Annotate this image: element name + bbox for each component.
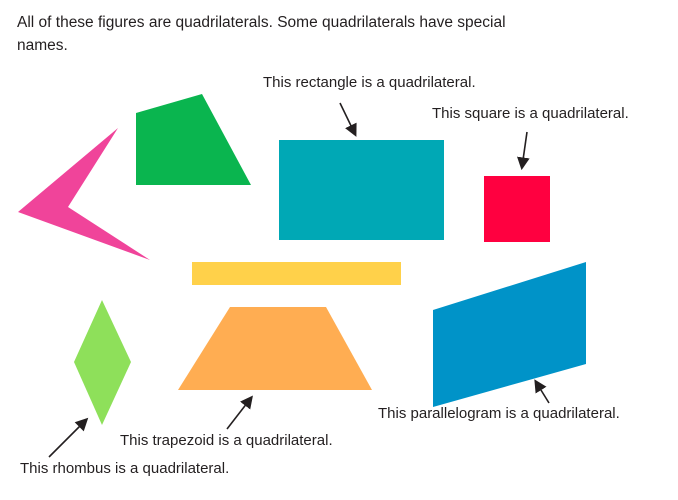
square-label: This square is a quadrilateral.: [432, 105, 629, 122]
rectangle-label: This rectangle is a quadrilateral.: [263, 74, 476, 91]
rhombus-arrow: [48, 417, 89, 458]
trapezoid-label: This trapezoid is a quadrilateral.: [120, 432, 333, 449]
concave-quadrilateral: [18, 128, 150, 260]
rhombus: [74, 300, 131, 425]
rectangle-arrow: [339, 102, 357, 137]
trapezoid-arrow: [226, 395, 253, 430]
yellow-rectangle: [192, 262, 401, 285]
rhombus-label: This rhombus is a quadrilateral.: [20, 460, 230, 477]
green-quadrilateral: [136, 94, 251, 185]
parallelogram-label: This parallelogram is a quadrilateral.: [378, 405, 620, 422]
parallelogram: [433, 262, 586, 407]
parallelogram-arrow: [534, 379, 550, 404]
rectangle: [279, 140, 444, 240]
square-arrow: [517, 131, 530, 171]
square: [484, 176, 550, 242]
trapezoid: [178, 307, 372, 390]
intro-text: All of these figures are quadrilaterals.…: [17, 14, 506, 54]
